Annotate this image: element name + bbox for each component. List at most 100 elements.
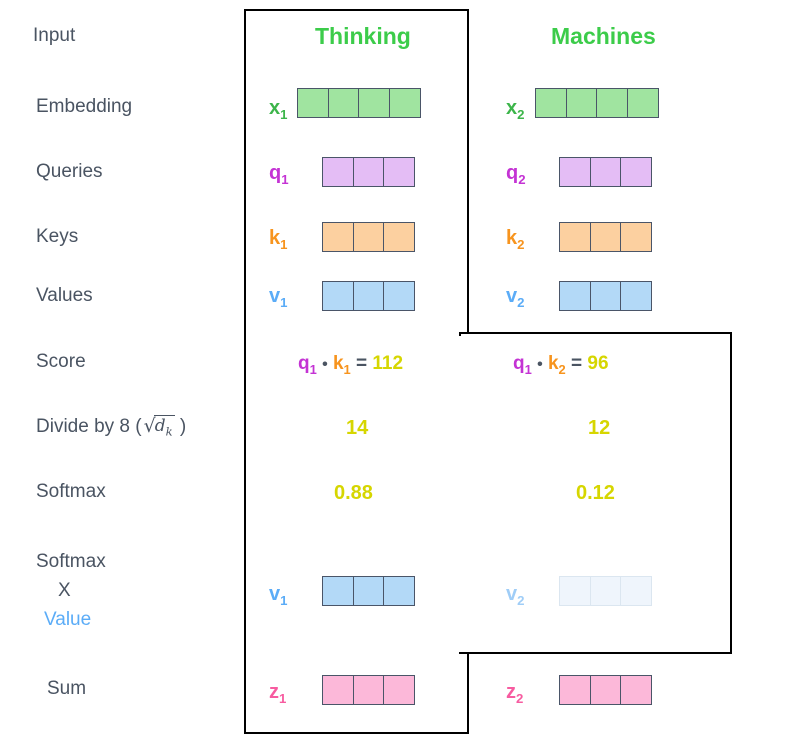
cell xyxy=(589,675,622,705)
cell xyxy=(383,675,415,705)
vector-cells-q2 xyxy=(559,157,652,187)
vector-label-q2-sub: 2 xyxy=(518,172,526,187)
vector-cells-z2 xyxy=(559,675,652,705)
vector-label-v1-weighted-name: v xyxy=(269,583,281,605)
vector-label-q2: q2 xyxy=(506,162,526,187)
step-label-queries: Queries xyxy=(36,161,103,182)
vector-label-q1: q1 xyxy=(269,162,289,187)
sqrt-radicand: dk xyxy=(153,415,175,439)
cell xyxy=(322,576,354,606)
vector-label-v1-sub: 1 xyxy=(280,295,288,310)
vector-label-v2-weighted-name: v xyxy=(506,583,518,605)
cell xyxy=(352,281,385,311)
score-col2-value: 96 xyxy=(587,353,609,374)
cell xyxy=(358,88,390,118)
cell xyxy=(559,675,591,705)
dot-product-operator-icon: • xyxy=(537,356,543,373)
vector-label-k1-name: k xyxy=(269,227,281,249)
score-col2-k-sub: 2 xyxy=(558,361,566,377)
vector-label-q2-name: q xyxy=(506,162,519,184)
step-label-divide-by-8: Divide by 8 (√dk ) xyxy=(36,415,186,439)
vector-label-x2: x2 xyxy=(506,97,524,122)
vector-label-x1-name: x xyxy=(269,97,281,119)
score-col2-k: k xyxy=(547,353,559,374)
cell xyxy=(383,576,415,606)
divide-result-col1: 14 xyxy=(346,417,369,439)
vector-label-q1-name: q xyxy=(269,162,282,184)
cell xyxy=(589,281,622,311)
cell xyxy=(589,157,622,187)
vector-label-k2-name: k xyxy=(506,227,518,249)
vector-label-x1: x1 xyxy=(269,97,287,122)
sqrt-d-letter: d xyxy=(154,416,166,436)
step-label-softmax-times-value: Softmax X Value xyxy=(36,547,106,634)
step-label-sum: Sum xyxy=(47,678,87,699)
vector-cells-v2-weighted xyxy=(559,576,652,606)
sqrt-k-subscript: k xyxy=(165,424,173,439)
cell xyxy=(383,281,415,311)
step-label-input: Input xyxy=(33,25,76,46)
vector-label-k2-sub: 2 xyxy=(517,237,525,252)
cell xyxy=(383,222,415,252)
dot-product-operator-icon: • xyxy=(322,356,328,373)
step-label-keys: Keys xyxy=(36,226,79,247)
score-col2-equals: = xyxy=(571,353,583,374)
vector-label-k1: k1 xyxy=(269,227,287,252)
vector-label-v2: v2 xyxy=(506,285,524,310)
score-col1-value: 112 xyxy=(372,353,404,374)
cell xyxy=(565,88,598,118)
score-col2-q-sub: 1 xyxy=(524,361,532,377)
cell xyxy=(626,88,659,118)
cell xyxy=(352,157,385,187)
score-col1-k: k xyxy=(332,353,344,374)
cell xyxy=(559,576,591,606)
vector-label-v1-name: v xyxy=(269,285,281,307)
vector-label-x2-sub: 2 xyxy=(517,107,525,122)
cell xyxy=(589,222,622,252)
cell xyxy=(559,157,591,187)
vector-cells-x1 xyxy=(297,88,421,118)
cell xyxy=(620,576,652,606)
vector-label-k1-sub: 1 xyxy=(280,237,288,252)
step-label-softmax: Softmax xyxy=(36,481,106,502)
vector-label-v2-weighted-sub: 2 xyxy=(517,593,525,608)
cell xyxy=(596,88,628,118)
score-col1-equals: = xyxy=(356,353,368,374)
vector-label-k2: k2 xyxy=(506,227,524,252)
cell xyxy=(589,576,622,606)
cell xyxy=(352,576,385,606)
vector-cells-k2 xyxy=(559,222,652,252)
softmax-result-col2: 0.12 xyxy=(576,482,615,504)
step-label-embedding: Embedding xyxy=(36,96,133,117)
softmax-times-value-line-2: X xyxy=(58,580,71,601)
cell xyxy=(322,157,354,187)
cell xyxy=(297,88,329,118)
vector-cells-q1 xyxy=(322,157,415,187)
vector-label-x1-sub: 1 xyxy=(280,107,288,122)
softmax-result-col1: 0.88 xyxy=(334,482,373,504)
cell xyxy=(322,281,354,311)
cell xyxy=(559,281,591,311)
divide-suffix-text: ) xyxy=(179,416,187,437)
vector-label-x2-name: x xyxy=(506,97,518,119)
score-col1-q: q xyxy=(298,353,310,374)
step-label-score: Score xyxy=(36,351,86,372)
cell xyxy=(352,675,385,705)
cell xyxy=(383,157,415,187)
vector-label-v2-weighted: v2 xyxy=(506,583,524,608)
vector-label-v1-weighted-sub: 1 xyxy=(280,593,288,608)
vector-cells-v1 xyxy=(322,281,415,311)
cell xyxy=(352,222,385,252)
cell xyxy=(620,222,652,252)
softmax-times-value-line-3: Value xyxy=(44,609,92,630)
score-expression-col1: q1 • k1 = 112 xyxy=(298,353,403,377)
outline-join-mask-b xyxy=(455,336,467,652)
score-expression-col2: q1 • k2 = 96 xyxy=(513,353,609,377)
vector-label-v1: v1 xyxy=(269,285,287,310)
cell xyxy=(620,675,652,705)
score-col2-q: q xyxy=(513,353,525,374)
sqrt-dk-expression: √dk xyxy=(142,415,175,439)
step-label-values: Values xyxy=(36,285,93,306)
vector-label-z2-sub: 2 xyxy=(516,691,524,706)
cell xyxy=(620,157,652,187)
